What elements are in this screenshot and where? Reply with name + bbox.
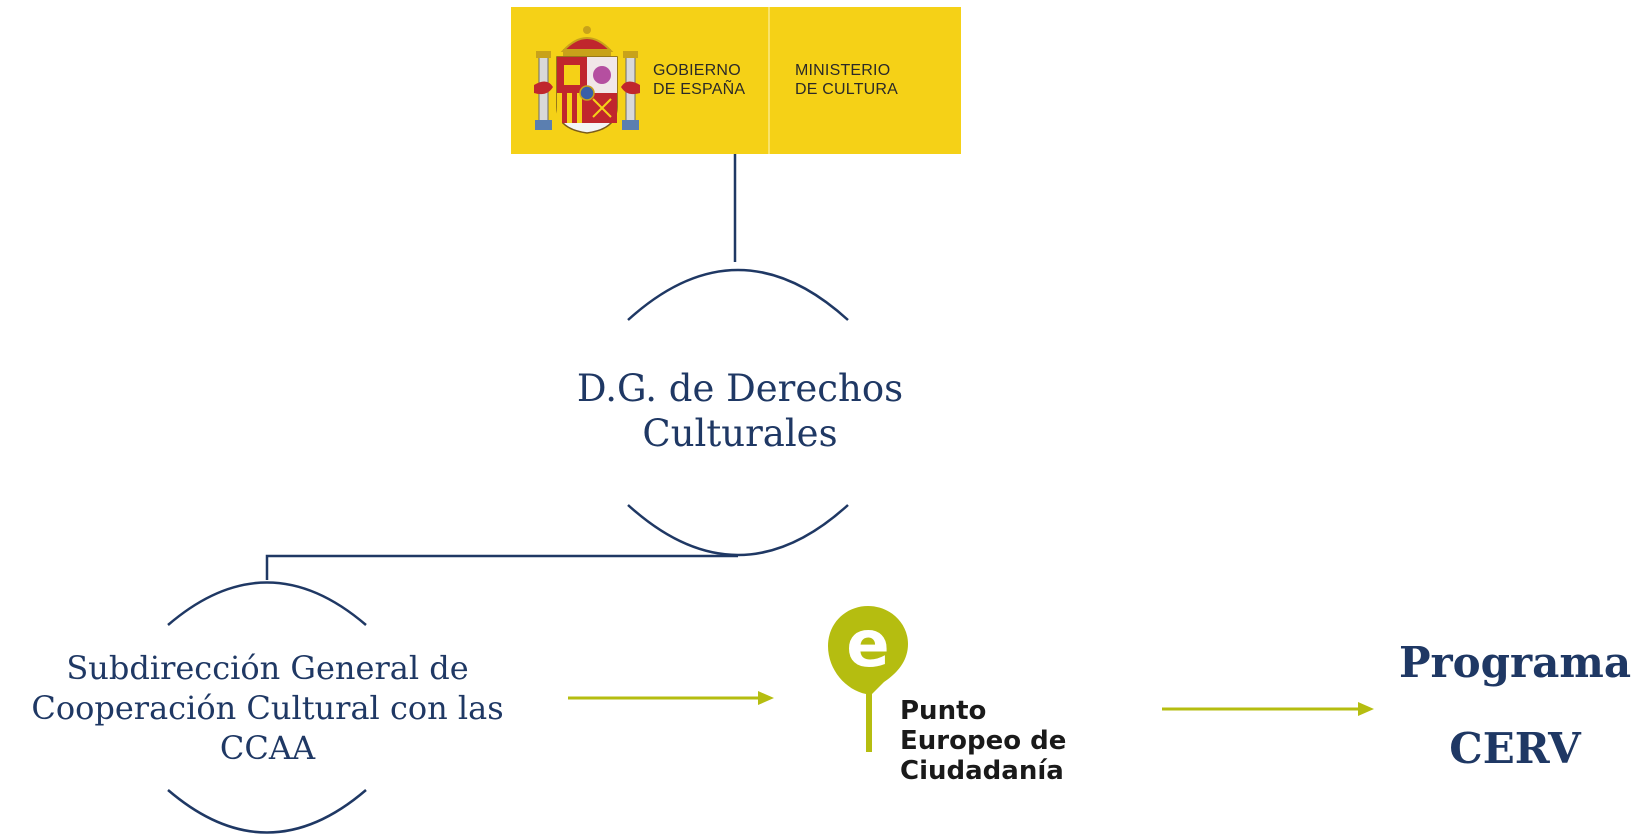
sub-node-arc-bottom [167, 789, 367, 834]
prog-label-line-2: CERV [1449, 724, 1581, 773]
dg-derechos-culturales-node: D.G. de Derechos Culturales [540, 366, 940, 456]
ministerio-cultura-text: MINISTERIO DE CULTURA [795, 62, 899, 98]
dg-node-arc-bottom [627, 504, 849, 557]
ped-text-line-1: Punto [900, 696, 987, 726]
programa-cerv-node: Programa CERV [1395, 638, 1635, 774]
sub-label-line-2: Cooperación Cultural con las [31, 689, 504, 727]
ped-text-line-2: Europeo de [900, 726, 1067, 756]
arrow-sub-ped-head [758, 691, 774, 705]
connector-dg-sub [265, 554, 738, 580]
gobierno-espana-logo: GOBIERNO DE ESPAÑA MINISTERIO DE CULTURA [511, 7, 961, 154]
dg-node-arc-top [627, 268, 849, 321]
ped-pin-letter: e [846, 608, 889, 682]
dg-label-line-1: D.G. de Derechos [576, 367, 904, 410]
sub-node-arc-top [167, 581, 367, 626]
punto-europeo-text: Punto Europeo de Ciudadanía [900, 696, 1066, 786]
logo-divider [768, 7, 770, 154]
gobierno-espana-text: GOBIERNO DE ESPAÑA [653, 62, 746, 98]
sub-label-line-1: Subdirección General de [66, 649, 469, 687]
punto-europeo-logo: e Punto Europeo de Ciudadanía [826, 604, 1086, 794]
prog-label-line-1: Programa [1398, 638, 1632, 687]
e-map-pin-icon: e [828, 606, 908, 752]
arrow-ped-cerv-head [1358, 702, 1374, 716]
coat-of-arms-icon [534, 26, 640, 134]
subdireccion-node: Subdirección General de Cooperación Cult… [0, 648, 535, 768]
dg-label-line-2: Culturales [642, 412, 838, 455]
sub-label-line-3: CCAA [219, 729, 316, 767]
ped-text-line-3: Ciudadanía [900, 756, 1064, 786]
